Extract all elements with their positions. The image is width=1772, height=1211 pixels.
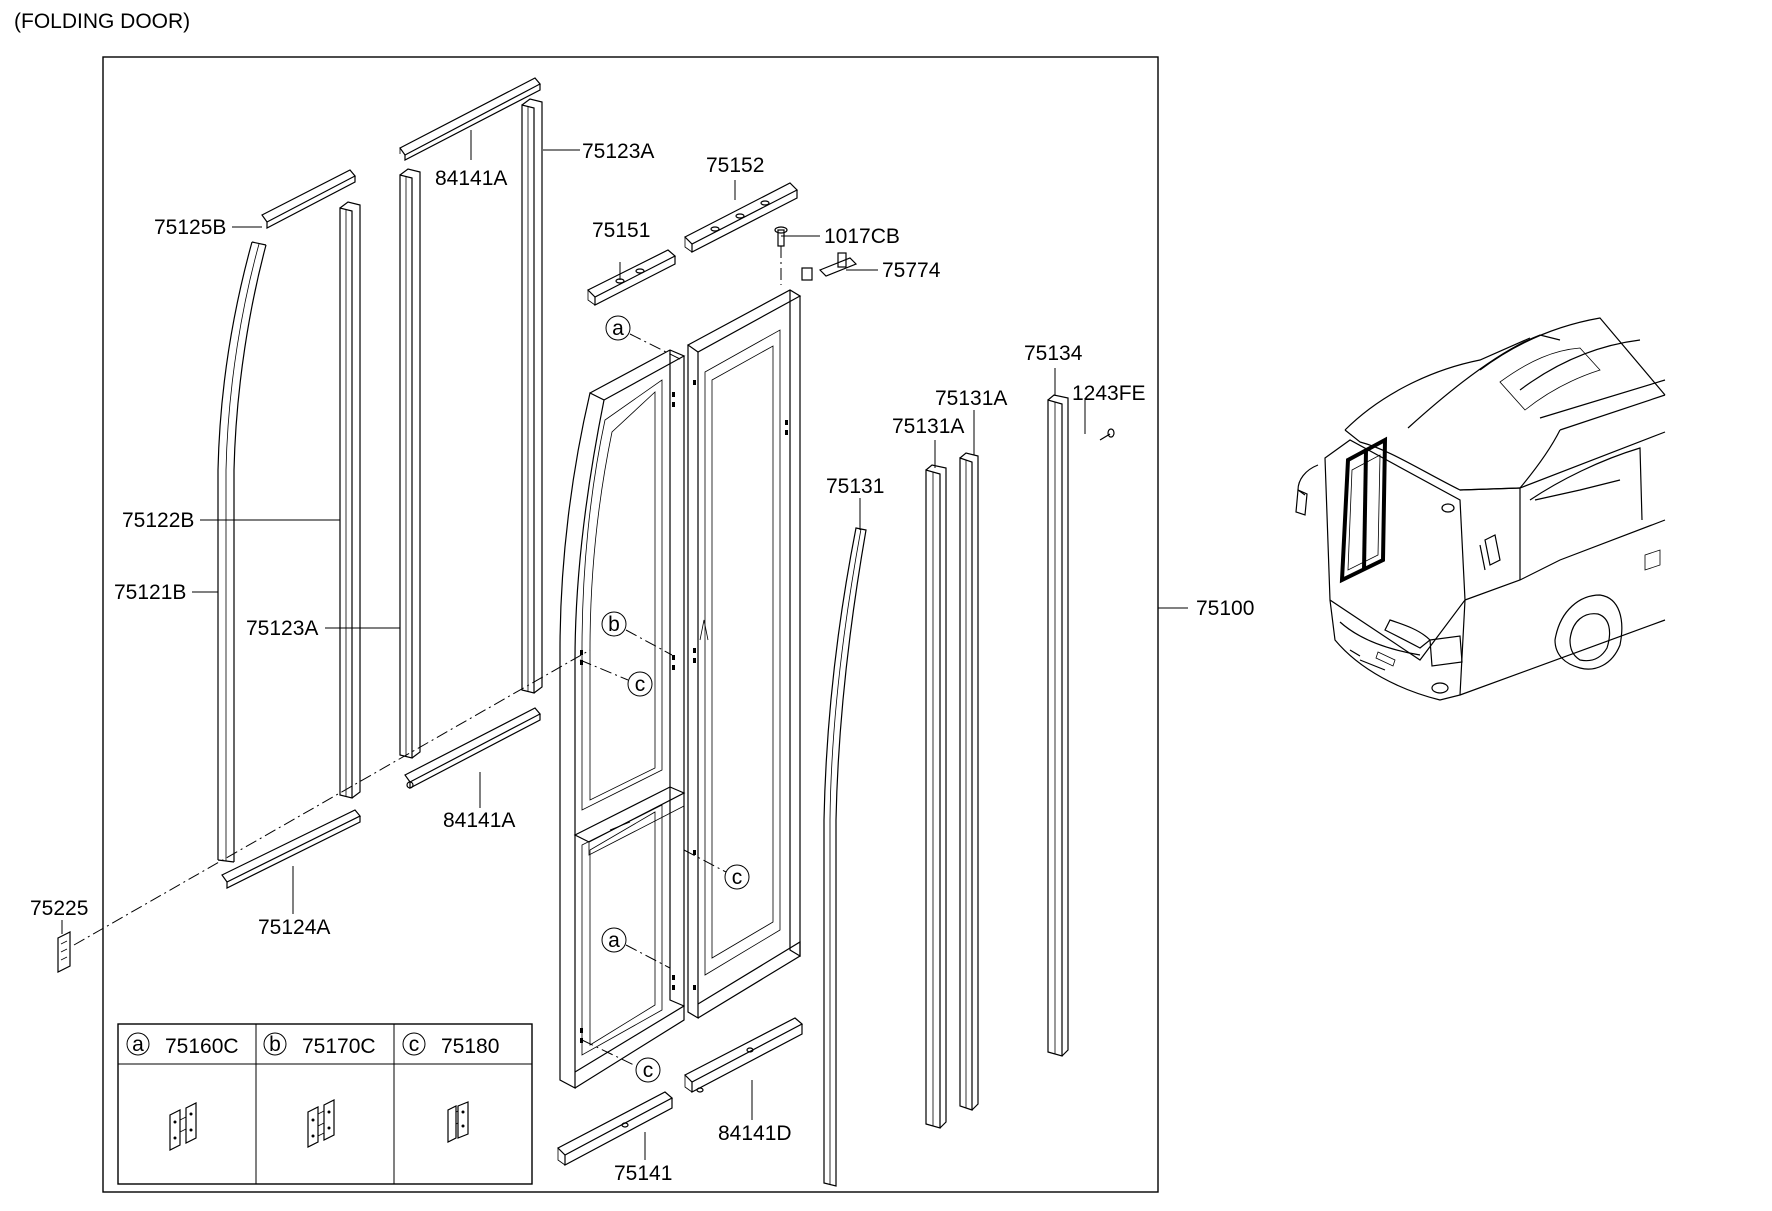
- hinge-c-icon: [447, 1101, 469, 1143]
- callout-a-top: a: [605, 315, 683, 361]
- part-75151-bracket[interactable]: [586, 249, 677, 306]
- label-75131A-2: 75131A: [892, 415, 964, 438]
- callout-a-bottom: a: [601, 927, 671, 969]
- legend-a-part: 75160C: [165, 1035, 239, 1058]
- label-75152: 75152: [706, 154, 764, 177]
- legend-c-part: 75180: [441, 1035, 499, 1058]
- label-75123A-top: 75123A: [582, 140, 654, 163]
- bus-illustration: [1295, 317, 1666, 701]
- door-panel-right[interactable]: [686, 289, 802, 1020]
- label-75131: 75131: [826, 475, 884, 498]
- label-1243FE: 1243FE: [1072, 382, 1146, 405]
- part-84141A-top-rail[interactable]: [399, 77, 541, 161]
- door-panel-left[interactable]: [559, 349, 686, 1089]
- svg-text:c: c: [732, 866, 743, 889]
- svg-text:a: a: [612, 317, 624, 340]
- svg-text:b: b: [269, 1033, 281, 1056]
- part-75774-hinge[interactable]: [801, 252, 858, 281]
- label-75225: 75225: [30, 897, 88, 920]
- hinge-b-icon: [307, 1099, 335, 1148]
- part-75134-strip[interactable]: [1047, 394, 1069, 1057]
- svg-text:c: c: [409, 1033, 420, 1056]
- diagram-frame: [102, 56, 1159, 1193]
- label-75123A-mid: 75123A: [246, 617, 318, 640]
- label-84141A-top: 84141A: [435, 167, 507, 190]
- svg-text:c: c: [643, 1059, 654, 1082]
- part-75131A-strip-2[interactable]: [959, 452, 979, 1111]
- part-75141-bottom-rail[interactable]: [556, 1091, 674, 1166]
- callout-c-2: c: [683, 849, 750, 890]
- callout-c-3: c: [581, 1039, 661, 1083]
- label-84141A-bottom: 84141A: [443, 809, 515, 832]
- part-84141A-bottom-rail[interactable]: [404, 707, 541, 789]
- label-75134: 75134: [1024, 342, 1083, 365]
- part-75121B-curved-pillar[interactable]: [217, 241, 267, 863]
- svg-text:a: a: [608, 929, 620, 952]
- label-75131A-1: 75131A: [935, 387, 1007, 410]
- label-75141: 75141: [614, 1162, 672, 1185]
- highlighted-door: [1339, 436, 1388, 584]
- part-75125B-cap[interactable]: [261, 169, 356, 229]
- label-75124A: 75124A: [258, 916, 330, 939]
- part-75123A-right-pillar[interactable]: [521, 98, 543, 694]
- label-75774: 75774: [882, 259, 941, 282]
- part-1243FE-screw[interactable]: [1099, 428, 1115, 441]
- svg-text:a: a: [132, 1033, 144, 1056]
- part-75124A-bottom-rail[interactable]: [221, 809, 361, 889]
- label-75100: 75100: [1196, 597, 1254, 620]
- legend-c: c 75180: [402, 1032, 499, 1143]
- label-75122B: 75122B: [122, 509, 194, 532]
- part-75122B-pillar[interactable]: [339, 201, 361, 799]
- label-75125B: 75125B: [154, 216, 226, 239]
- svg-text:c: c: [635, 673, 646, 696]
- leader-lines: [61, 130, 1188, 1160]
- part-84141D-bottom-rail[interactable]: [683, 1017, 804, 1093]
- part-75131A-strip-1[interactable]: [925, 464, 947, 1129]
- label-84141D: 84141D: [718, 1122, 792, 1145]
- label-75151: 75151: [592, 219, 650, 242]
- svg-text:b: b: [608, 613, 620, 636]
- part-75131-curved-strip[interactable]: [823, 527, 867, 1187]
- part-75123A-mid-pillar[interactable]: [399, 168, 421, 759]
- label-1017CB: 1017CB: [824, 225, 900, 248]
- hinge-a-icon: [169, 1102, 197, 1151]
- legend-table: a 75160C b 75170C c: [117, 1023, 533, 1185]
- part-1017CB-bolt[interactable]: [774, 226, 788, 285]
- legend-b-part: 75170C: [302, 1035, 376, 1058]
- legend-b: b 75170C: [263, 1032, 376, 1148]
- part-75152-bracket[interactable]: [683, 182, 799, 253]
- part-75225-clip[interactable]: [57, 931, 71, 973]
- callout-b: b: [601, 611, 673, 656]
- alignment-line: [73, 649, 591, 946]
- legend-a: a 75160C: [126, 1032, 239, 1151]
- callout-c-1: c: [579, 659, 653, 697]
- label-75121B: 75121B: [114, 581, 186, 604]
- page-title: (FOLDING DOOR): [14, 10, 191, 33]
